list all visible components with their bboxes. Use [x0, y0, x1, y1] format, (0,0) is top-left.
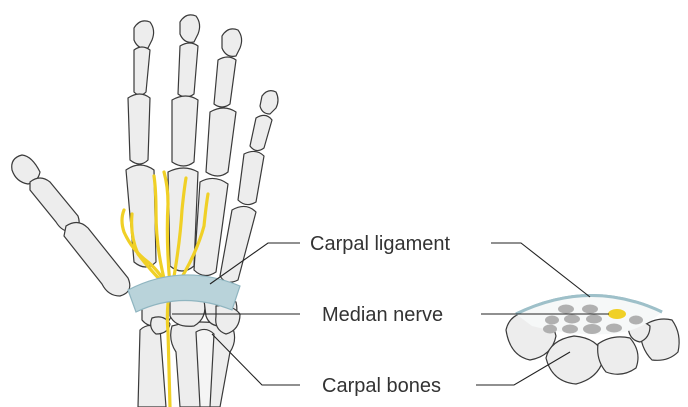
middle-finger-bones: [168, 15, 200, 271]
thumb-bones: [12, 155, 130, 296]
carpal-bones-label: Carpal bones: [322, 375, 441, 397]
cross-section-bone-mid-right: [598, 337, 638, 374]
carpal-ligament-label: Carpal ligament: [310, 233, 451, 255]
wrist-cross-section: [506, 295, 679, 384]
forearm-bones: [138, 322, 235, 407]
cross-section-median-nerve: [608, 309, 626, 319]
median-nerve-label: Median nerve: [322, 304, 443, 326]
cross-section-bone-center: [546, 336, 604, 384]
hand-illustration: [12, 15, 278, 407]
carpal-ligament-leader-right: [491, 243, 590, 297]
